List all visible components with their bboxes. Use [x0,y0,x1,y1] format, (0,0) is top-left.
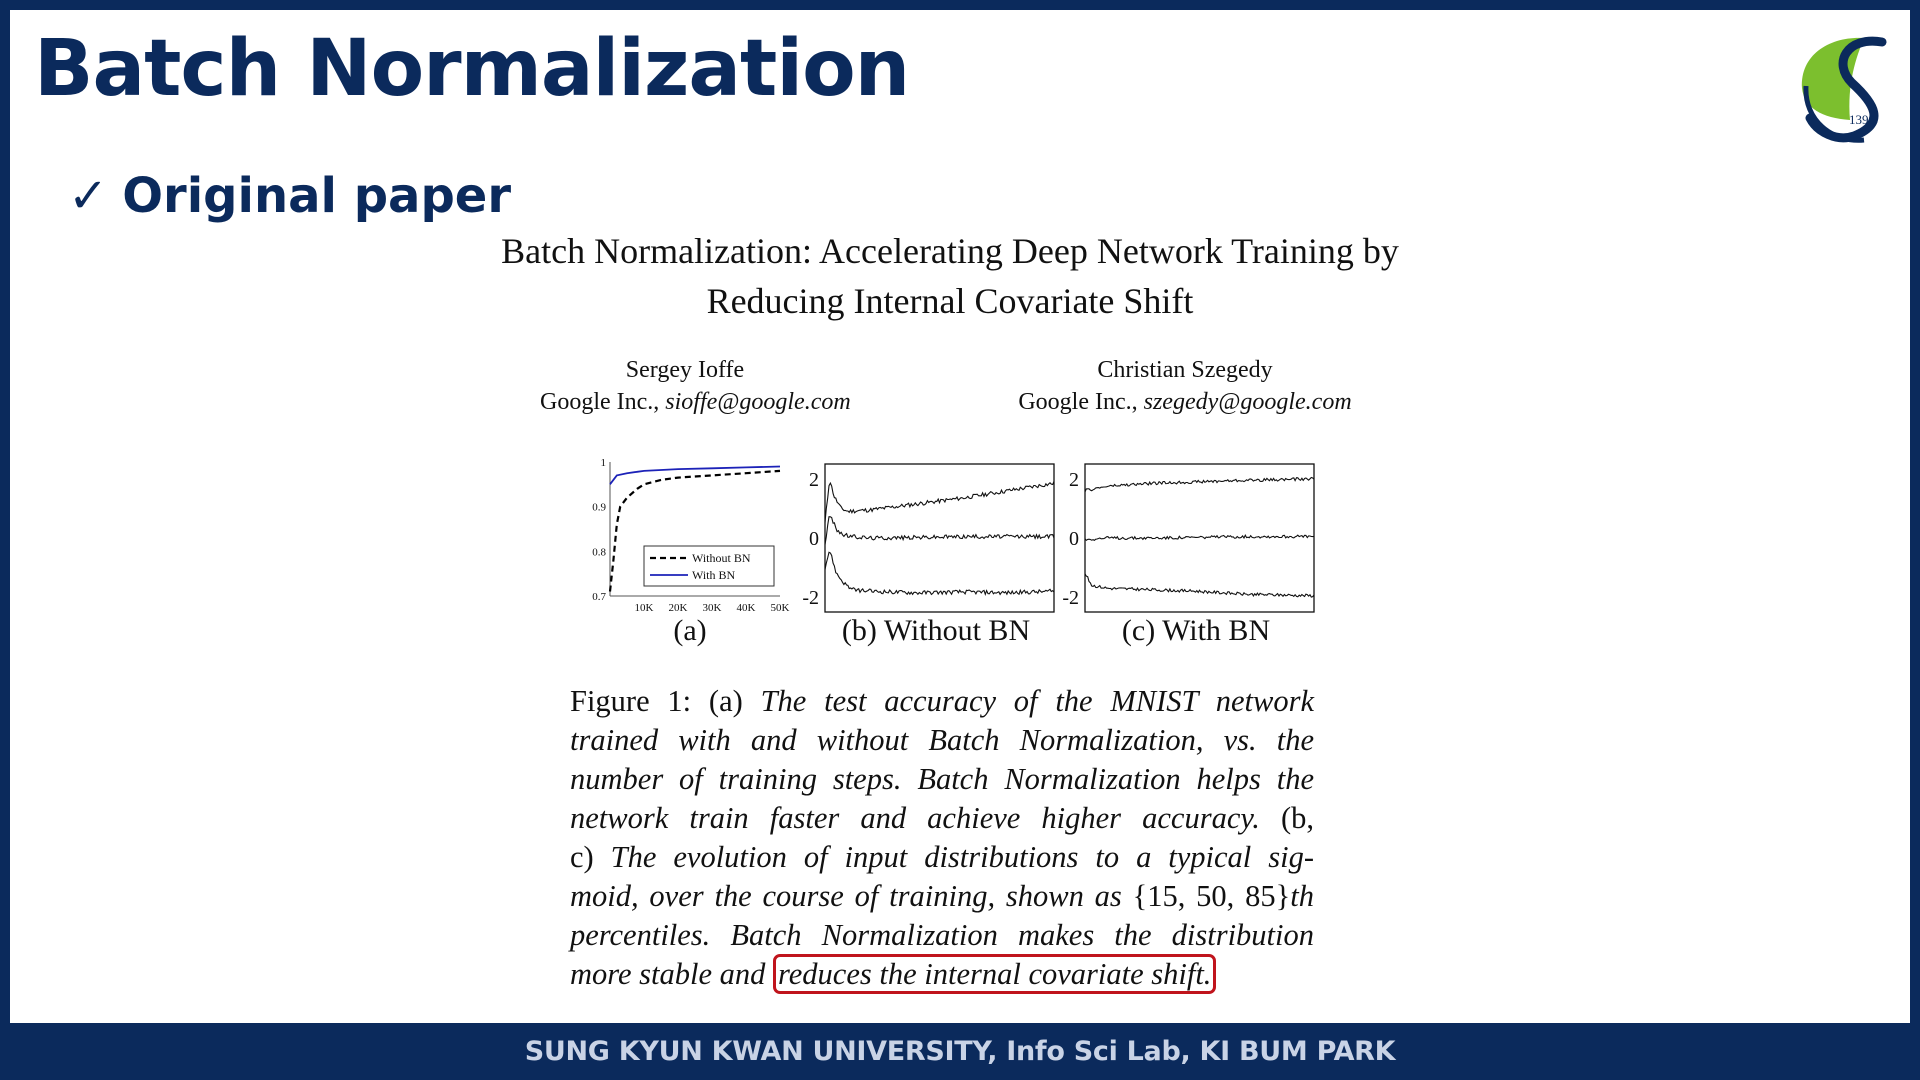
y-tick-label: 2 [1069,469,1079,491]
author-affiliation: Google Inc., [1018,389,1144,415]
author-affiliation: Google Inc., [540,389,666,415]
bullet-original-paper: ✓Original paper [68,168,511,224]
legend-label: Without BN [692,551,751,565]
x-tick-label: 10K [635,602,654,614]
caption-line: more stable and reduces the internal cov… [570,954,1314,994]
footer-text: SUNG KYUN KWAN UNIVERSITY, Info Sci Lab,… [524,1036,1396,1067]
percentile-line-1 [1084,533,1315,542]
percentile-line-2 [824,551,1055,596]
figure-caption-text: Figure 1: (a) The test accuracy of the M… [570,682,1314,994]
percentile-line-0 [824,481,1055,523]
y-tick-label: 0 [809,528,819,550]
series-line-1 [609,465,781,485]
x-tick-label: 20K [669,602,688,614]
slide: Batch Normalization 1398 ✓Original paper… [10,10,1910,1023]
figure-caption-b: (b) Without BN [841,614,1031,647]
y-tick-label: 0 [1069,528,1079,550]
figure-a-accuracy-chart: 0.7 0.8 0.9 1 10K 20K 30K 40K 50K Without BN With … [592,457,790,614]
figure-caption-a: (a) [673,614,707,647]
author-name: Sergey Ioffe [625,357,745,383]
paper-title-line-1: Batch Normalization: Accelerating Deep N… [501,231,1399,271]
figure-caption-c: (c) With BN [1121,614,1271,647]
caption-line: c) The evolution of input distributions … [570,840,1314,874]
author-email: sioffe@google.com [665,389,851,415]
paper-title: Batch Normalization: Accelerating Deep N… [410,226,1490,326]
y-tick-label: 1 [601,457,607,469]
legend-box [643,545,775,587]
logo-year: 1398 [1849,112,1875,127]
x-tick-label: 30K [703,602,722,614]
figure-b-without-bn-chart: 2 0 -2 [802,463,1055,613]
caption-line: number of training steps. Batch Normaliz… [570,762,1314,796]
caption-line: trained with and without Batch Normaliza… [570,723,1314,757]
caption-line: moid, over the course of training, shown… [570,879,1314,913]
bullet-label: Original paper [122,168,512,224]
legend-label: With BN [692,568,736,582]
author-name: Christian Szegedy [1097,357,1273,383]
y-tick-label: 0.8 [592,546,606,558]
highlighted-phrase: reduces the internal covariate shift. [773,954,1217,994]
author-ioffe: Sergey Ioffe Google Inc., sioffe@google.… [540,354,851,418]
percentile-line-1 [824,516,1055,545]
y-tick-label: -2 [802,587,819,609]
x-tick-label: 40K [737,602,756,614]
y-tick-label: 2 [809,469,819,491]
y-tick-label: 0.9 [592,502,606,514]
footer-bar: SUNG KYUN KWAN UNIVERSITY, Info Sci Lab,… [0,1023,1920,1080]
author-email: szegedy@google.com [1143,389,1352,415]
slide-title: Batch Normalization [34,24,910,114]
caption-line: percentiles. Batch Normalization makes t… [570,918,1314,952]
x-tick-label: 50K [771,602,790,614]
figure-c-with-bn-chart: 2 0 -2 [1062,463,1315,613]
checkmark-icon: ✓ [68,168,109,224]
author-szegedy: Christian Szegedy Google Inc., szegedy@g… [970,354,1400,418]
series-line-0 [608,469,781,592]
caption-line: network train faster and achieve higher … [570,801,1314,835]
university-logo: 1398 [1801,36,1887,143]
logo-arc [1803,85,1865,143]
y-tick-label: -2 [1062,587,1079,609]
paper-title-line-2: Reducing Internal Covariate Shift [706,281,1194,321]
percentile-line-0 [1084,476,1315,493]
percentile-line-2 [1084,573,1315,598]
caption-line: Figure 1: (a) The test accuracy of the M… [570,684,1314,718]
y-tick-label: 0.7 [592,591,606,603]
